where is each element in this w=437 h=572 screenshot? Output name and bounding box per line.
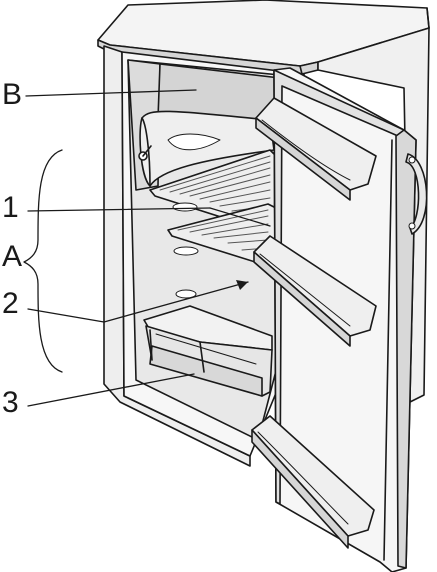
callout-b: B [2, 78, 23, 111]
leader-line-b [25, 89, 197, 97]
leader-arrow-2 [236, 280, 248, 290]
brace-a [23, 149, 63, 373]
callout-1: 1 [2, 191, 19, 224]
leader-line-3 [27, 373, 195, 407]
freezer-compartment [138, 63, 281, 187]
leader-line-1 [27, 207, 211, 212]
callout-3: 3 [2, 386, 19, 419]
leader-line-2-ext [103, 281, 249, 323]
glass-shelves [149, 149, 277, 299]
callout-2: 2 [2, 287, 19, 320]
door-bin-middle [253, 235, 377, 347]
crisper-drawer [143, 305, 273, 397]
leader-line-1-ext [209, 207, 271, 227]
leader-line-2 [27, 308, 105, 323]
callout-a: A [2, 240, 23, 273]
door-bin-lower [251, 415, 375, 549]
door-bin-upper [255, 97, 377, 201]
leader-lines [23, 89, 271, 407]
